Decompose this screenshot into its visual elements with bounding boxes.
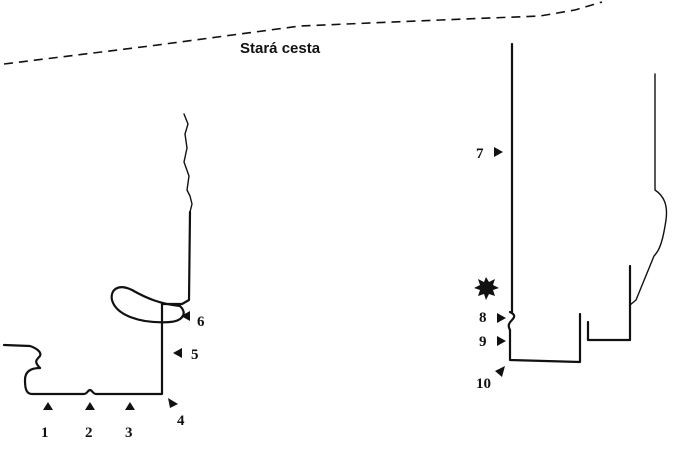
star-burst-icon [474,277,499,300]
left-upper-wall [160,210,192,306]
marker-7-label: 7 [476,146,484,162]
marker-4-arrow [168,398,178,408]
right-wall-structure [507,42,668,364]
right-basin-wall [508,312,582,364]
road-label: Stará cesta [240,40,321,57]
marker-10-label: 10 [476,376,491,392]
right-kink [507,310,516,332]
marker-9-label: 9 [479,334,487,350]
marker-3-arrow [125,402,135,410]
marker-2-label: 2 [85,425,93,441]
marker-2-arrow [85,402,95,410]
marker-1-label: 1 [41,425,49,441]
marker-6-arrow [181,311,190,321]
left-edge-wall [2,343,42,370]
left-rock-outline [183,113,193,213]
marker-10-arrow [495,366,505,377]
marker-8-label: 8 [479,310,487,326]
left-oval-feature [110,286,185,324]
right-second-basin [586,264,632,342]
old-road-line [3,1,603,65]
left-wall-structure [2,113,193,396]
marker-9-arrow [497,336,506,346]
marker-8-arrow [497,313,506,323]
marker-3-label: 3 [125,425,133,441]
marker-6-label: 6 [197,314,205,330]
marker-7-arrow [494,147,503,157]
left-lower-wall [23,302,164,396]
marker-5-arrow [173,348,182,358]
marker-5-label: 5 [191,347,199,363]
marker-4-label: 4 [177,413,185,429]
marker-1-arrow [43,402,53,410]
right-outer-outline [629,73,668,306]
